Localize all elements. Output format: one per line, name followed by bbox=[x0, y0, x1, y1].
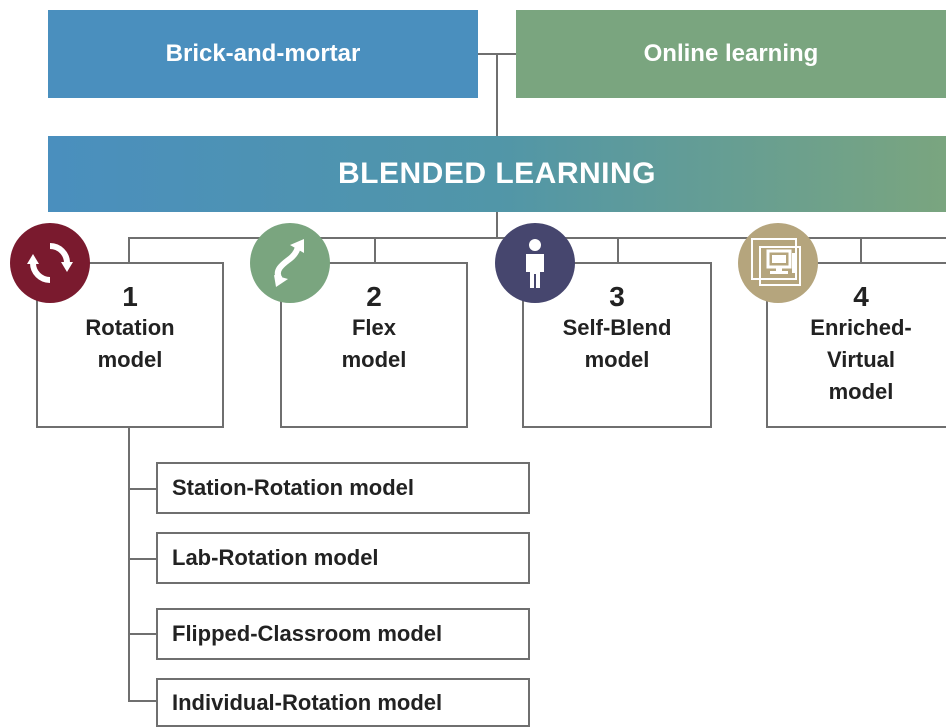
online-learning-label: Online learning bbox=[643, 40, 819, 67]
online-learning-box: Online learning bbox=[516, 10, 946, 98]
submodel-box: Station-Rotation model bbox=[156, 462, 530, 514]
submodel-box: Individual-Rotation model bbox=[156, 678, 530, 727]
connector bbox=[128, 558, 156, 560]
connector bbox=[128, 237, 130, 263]
submodel-box: Flipped-Classroom model bbox=[156, 608, 530, 660]
connector bbox=[128, 700, 156, 702]
connector bbox=[496, 54, 498, 136]
connector bbox=[860, 237, 862, 263]
flex-arrow-icon bbox=[250, 223, 330, 303]
person-icon bbox=[495, 223, 575, 303]
connector bbox=[128, 633, 156, 635]
brick-and-mortar-box: Brick-and-mortar bbox=[48, 10, 478, 98]
connector bbox=[496, 212, 498, 238]
model-number: 1 bbox=[122, 281, 138, 312]
model-label: Rotation model bbox=[85, 315, 175, 372]
connector bbox=[617, 237, 619, 263]
model-label: Flex model bbox=[341, 315, 407, 372]
submodel-label: Station-Rotation model bbox=[172, 475, 414, 500]
model-number: 4 bbox=[853, 281, 869, 312]
blended-learning-bar: BLENDED LEARNING bbox=[48, 136, 946, 212]
connector bbox=[128, 488, 156, 490]
submodel-box: Lab-Rotation model bbox=[156, 532, 530, 584]
computer-screen-icon bbox=[738, 223, 818, 303]
model-label: Self-Blend model bbox=[562, 315, 672, 372]
model-number: 3 bbox=[609, 281, 625, 312]
model-label: Enriched- Virtual model bbox=[810, 315, 912, 404]
connector bbox=[128, 428, 130, 701]
brick-and-mortar-label: Brick-and-mortar bbox=[165, 40, 361, 67]
model-number: 2 bbox=[366, 281, 382, 312]
connector bbox=[374, 237, 376, 263]
rotation-arrows-icon bbox=[10, 223, 90, 303]
submodel-label: Lab-Rotation model bbox=[172, 545, 379, 570]
blended-learning-label: BLENDED LEARNING bbox=[337, 157, 656, 190]
submodel-label: Flipped-Classroom model bbox=[172, 621, 443, 646]
submodel-label: Individual-Rotation model bbox=[172, 689, 443, 715]
